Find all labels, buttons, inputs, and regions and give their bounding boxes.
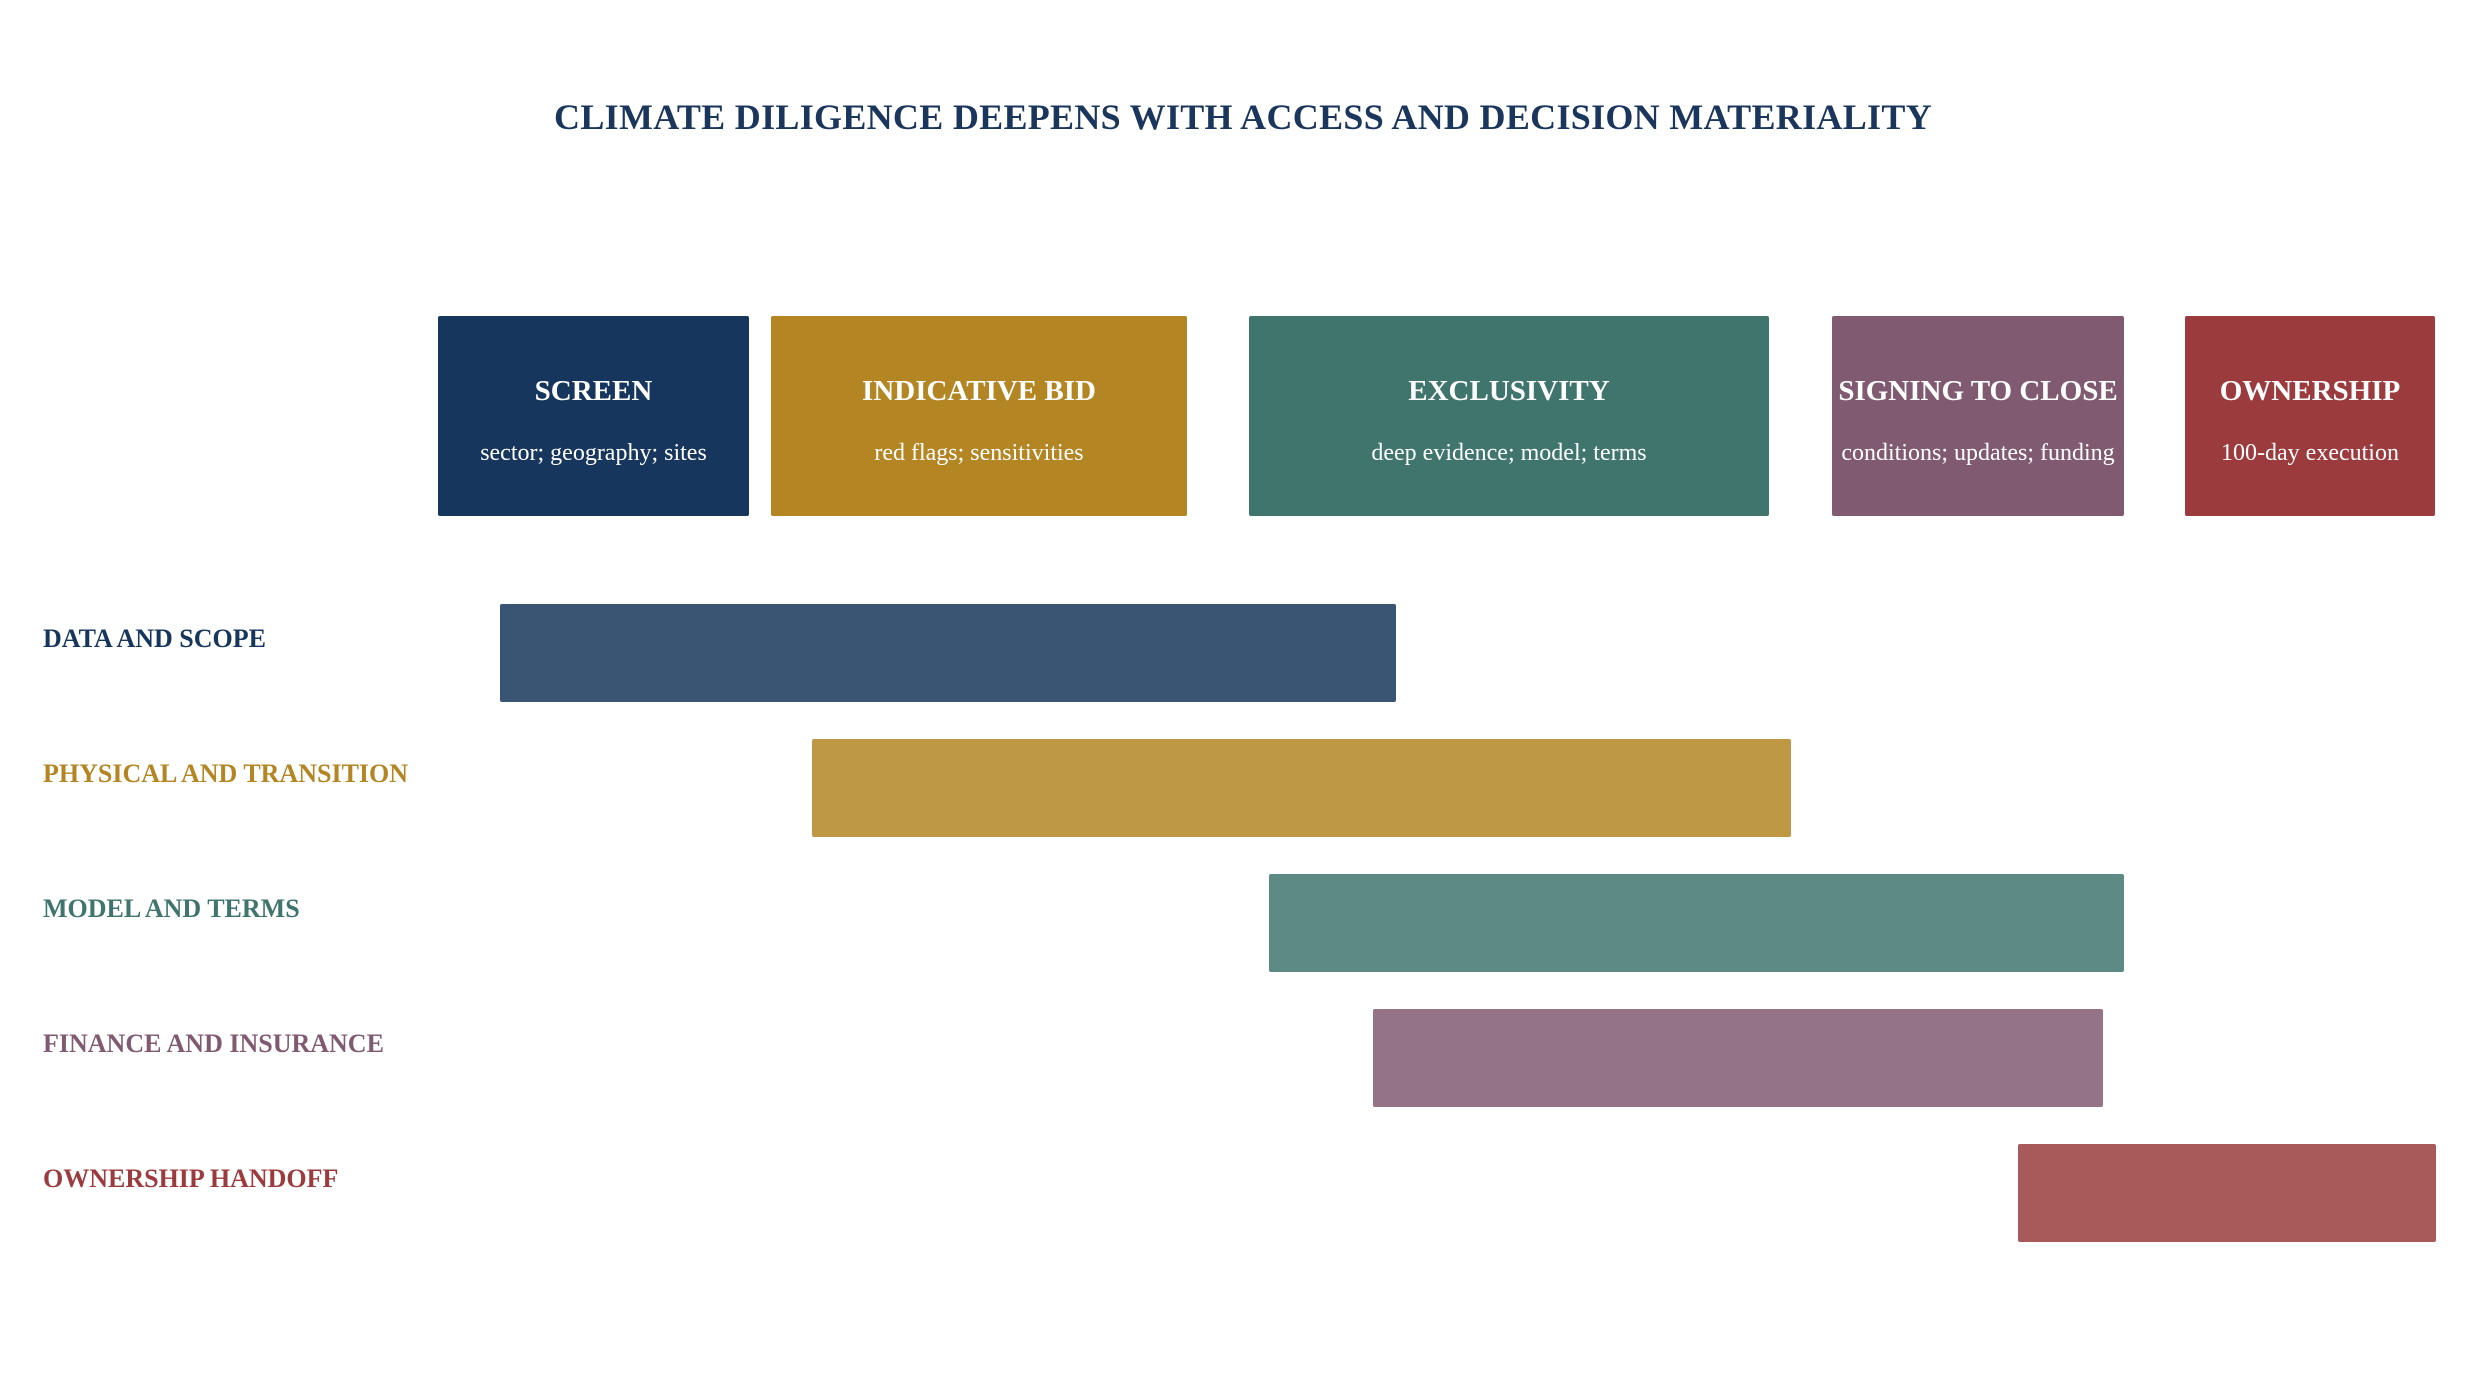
workstream-label-ownership-handoff: OWNERSHIP HANDOFF bbox=[43, 1164, 339, 1193]
phase-description: deep evidence; model; terms bbox=[1371, 440, 1647, 466]
phase-name: SCREEN bbox=[534, 375, 653, 407]
phase-name: INDICATIVE BID bbox=[862, 375, 1096, 407]
phase-signing-to-close: SIGNING TO CLOSE conditions; updates; fu… bbox=[1832, 316, 2124, 516]
phase-description: sector; geography; sites bbox=[480, 440, 707, 466]
workstream-label-data-and-scope: DATA AND SCOPE bbox=[43, 624, 266, 653]
phase-description: 100-day execution bbox=[2221, 440, 2399, 466]
workstream-bar-physical-and-transition bbox=[812, 739, 1791, 837]
workstream-bar-model-and-terms bbox=[1269, 874, 2124, 972]
phase-name: EXCLUSIVITY bbox=[1408, 375, 1610, 407]
workstream-label-physical-and-transition: PHYSICAL AND TRANSITION bbox=[43, 759, 409, 788]
phase-indicative-bid: INDICATIVE BID red flags; sensitivities bbox=[771, 316, 1187, 516]
phase-ownership: OWNERSHIP 100-day execution bbox=[2185, 316, 2435, 516]
workstream-bar-finance-and-insurance bbox=[1373, 1009, 2103, 1107]
phase-description: red flags; sensitivities bbox=[874, 440, 1084, 466]
diagram-title: CLIMATE DILIGENCE DEEPENS WITH ACCESS AN… bbox=[554, 97, 1932, 137]
workstream-bar-ownership-handoff bbox=[2018, 1144, 2436, 1242]
workstream-label-model-and-terms: MODEL AND TERMS bbox=[43, 894, 300, 923]
phase-name: OWNERSHIP bbox=[2219, 375, 2401, 407]
phase-screen: SCREEN sector; geography; sites bbox=[438, 316, 749, 516]
phase-description: conditions; updates; funding bbox=[1841, 440, 2115, 466]
phase-name: SIGNING TO CLOSE bbox=[1838, 375, 2118, 407]
workstream-label-finance-and-insurance: FINANCE AND INSURANCE bbox=[43, 1029, 384, 1058]
workstream-bar-data-and-scope bbox=[500, 604, 1396, 702]
phase-exclusivity: EXCLUSIVITY deep evidence; model; terms bbox=[1249, 316, 1769, 516]
